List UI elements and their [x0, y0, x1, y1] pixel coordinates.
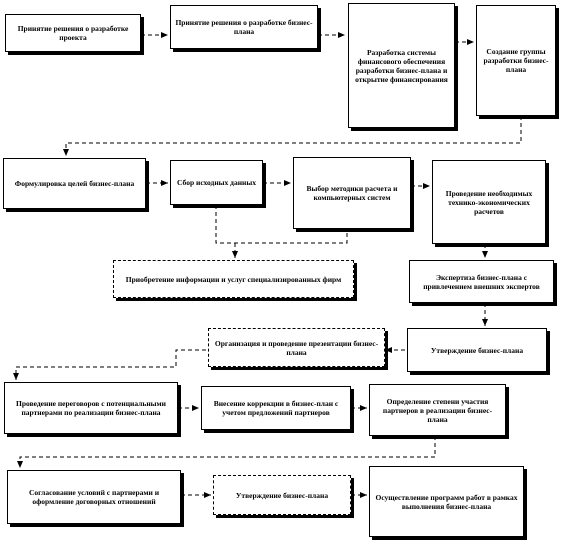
step-final-approval: Утверждение бизнес-плана — [213, 475, 351, 515]
step-implementation: Осуществление программ работ в рамках вы… — [369, 466, 524, 537]
step-technical-calculations: Проведение необходимых технико-экономиче… — [432, 160, 546, 244]
step-project-decision: Принятие решения о разработке проекта — [5, 14, 141, 52]
step-label: Принятие решения о разработке бизнес-пла… — [175, 18, 313, 36]
step-agreements: Согласование условий с партнерами и офор… — [7, 470, 181, 524]
step-create-group: Создание группы разработки бизнес-плана — [476, 5, 556, 116]
step-expertise: Экспертиза бизнес-плана с привлечением в… — [409, 260, 554, 303]
step-label: Приобретение информации и услуг специали… — [125, 274, 342, 284]
step-label: Утверждение бизнес-плана — [235, 490, 329, 500]
arrow-s6-s9 — [215, 205, 348, 244]
step-label: Определение степени участия партнеров в … — [382, 396, 493, 424]
step-presentation: Организация и проведение презентации биз… — [208, 328, 385, 367]
step-label: Формулировка целей бизнес-плана — [14, 179, 135, 188]
step-label: Создание группы разработки бизнес-плана — [483, 47, 549, 74]
step-acquire-info: Приобретение информации и услуг специали… — [113, 260, 354, 298]
step-label: Согласование условий с партнерами и офор… — [28, 488, 160, 506]
step-business-plan-decision: Принятие решения о разработке бизнес-пла… — [170, 5, 318, 49]
arrow-s12-s13 — [13, 349, 206, 380]
step-financing-system: Разработка системы финансового обеспечен… — [348, 3, 455, 128]
step-corrections: Внесение коррекции в бизнес-план с учето… — [201, 386, 351, 430]
step-label: Проведение необходимых технико-экономиче… — [445, 188, 533, 216]
step-method-selection: Выбор методики расчета и компьютерных си… — [293, 157, 411, 229]
step-label: Проведение переговоров с потенциальными … — [16, 399, 166, 417]
step-data-collection: Сбор исходных данных — [170, 160, 263, 205]
step-label: Организация и проведение презентации биз… — [214, 338, 379, 357]
step-approval: Утверждение бизнес-плана — [407, 328, 547, 372]
step-label: Принятие решения о разработке проекта — [17, 24, 129, 42]
arrow-s4-s5 — [63, 116, 522, 156]
step-label: Осуществление программ работ в рамках вы… — [375, 492, 518, 511]
step-goals: Формулировка целей бизнес-плана — [3, 158, 146, 209]
step-partner-participation: Определение степени участия партнеров в … — [369, 384, 506, 436]
step-label: Выбор методики расчета и компьютерных си… — [306, 184, 398, 202]
step-negotiations: Проведение переговоров с потенциальными … — [4, 382, 178, 434]
arrow-s15-s16 — [17, 436, 436, 468]
step-label: Внесение коррекции в бизнес-план с учето… — [213, 399, 339, 417]
step-label: Экспертиза бизнес-плана с привлечением в… — [423, 272, 540, 291]
step-label: Разработка системы финансового обеспечен… — [355, 47, 448, 84]
step-label: Сбор исходных данных — [177, 178, 256, 187]
step-label: Утверждение бизнес-плана — [430, 345, 524, 355]
